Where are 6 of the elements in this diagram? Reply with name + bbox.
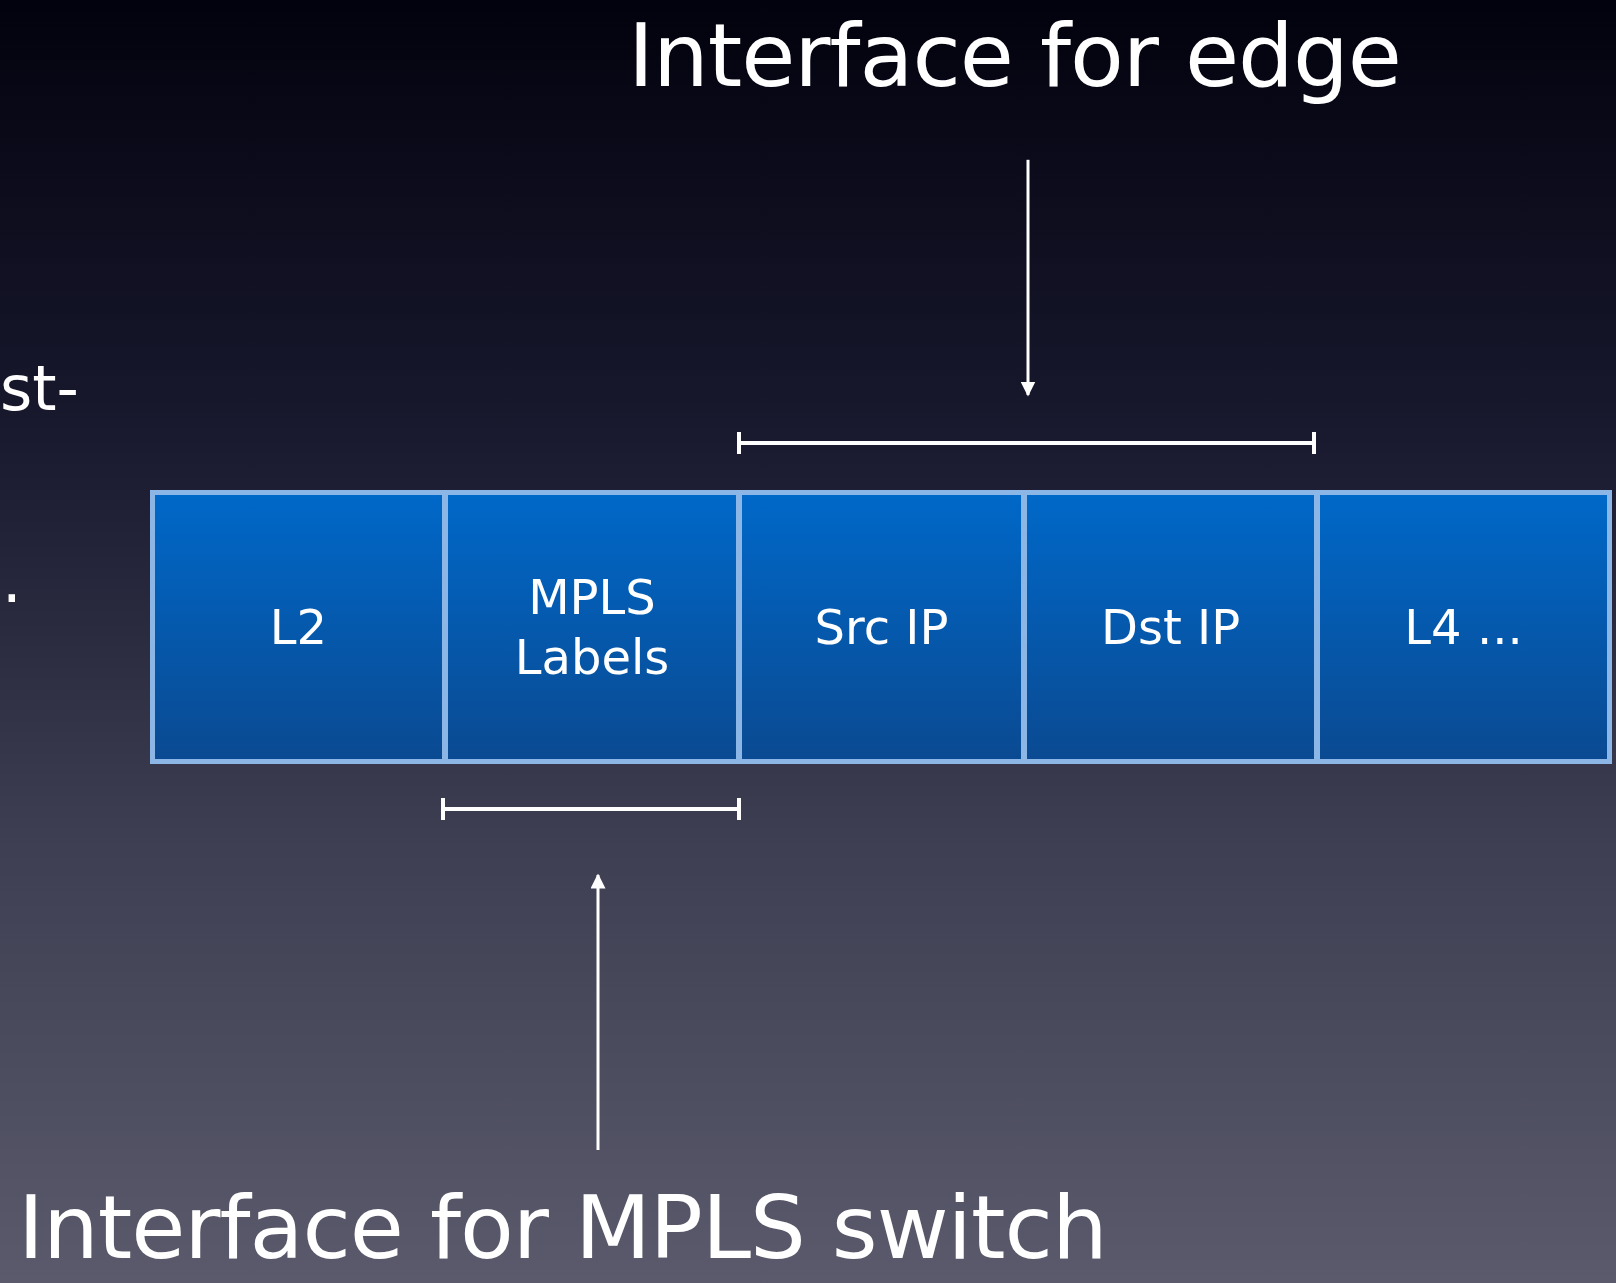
heading: Interface for edge	[628, 8, 1401, 105]
cut-off-text: .	[2, 550, 22, 612]
heading: Interface for MPLS switch	[18, 1180, 1107, 1277]
cut-off-text: st-	[0, 358, 79, 420]
arrow	[1020, 159, 1036, 397]
arrow	[590, 873, 606, 1150]
